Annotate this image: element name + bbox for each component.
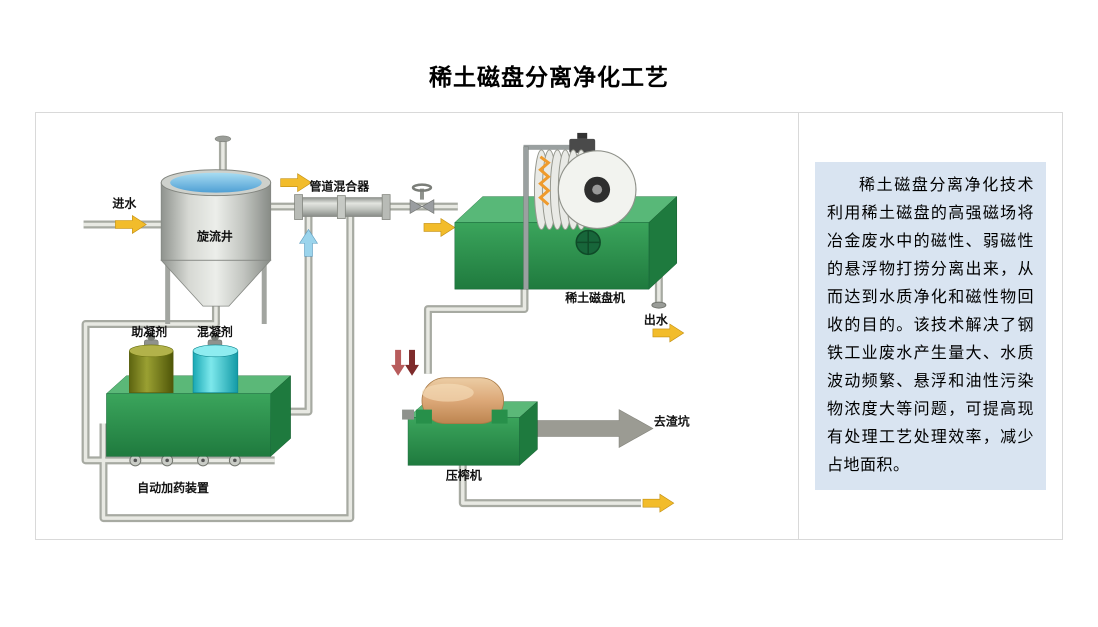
- coagulant-tank: [192, 332, 239, 393]
- drain-flow-arrow-icon: [642, 493, 675, 513]
- process-diagram: 进水 旋流井 管道混合器 稀土磁盘机 出水 助凝剂 混凝剂 自动加药装置 压榨机…: [36, 113, 798, 539]
- diagram-labels: 进水 旋流井 管道混合器 稀土磁盘机 出水 助凝剂 混凝剂 自动加药装置 压榨机…: [112, 179, 689, 496]
- auto-dosing-device-label: 自动加药装置: [137, 480, 209, 495]
- press-machine: [402, 377, 539, 466]
- pipeline-mixer-label: 管道混合器: [310, 179, 371, 194]
- inlet-label: 进水: [112, 196, 137, 211]
- magnetic-disk-machine-label: 稀土磁盘机: [565, 290, 625, 305]
- inlet-flow-arrow-icon: [114, 215, 147, 234]
- cyclone-well-water: [170, 172, 262, 193]
- coagulant-label: 混凝剂: [197, 324, 233, 339]
- press-roller: [421, 377, 504, 424]
- process-diagram-svg: 进水 旋流井 管道混合器 稀土磁盘机 出水 助凝剂 混凝剂 自动加药装置 压榨机…: [81, 132, 690, 523]
- coagulant-aid-tank: [129, 332, 174, 393]
- machine-inlet-flow-arrow-icon: [423, 218, 456, 237]
- outlet-pipe-flange: [651, 301, 667, 309]
- mixer-flow-arrow-icon: [280, 173, 312, 193]
- page-title: 稀土磁盘分离净化工艺: [429, 64, 669, 90]
- support-bar: [523, 144, 586, 150]
- content-box: 进水 旋流井 管道混合器 稀土磁盘机 出水 助凝剂 混凝剂 自动加药装置 压榨机…: [35, 112, 1063, 540]
- outlet-label: 出水: [644, 312, 669, 327]
- slag-pit-arrow-icon: [535, 409, 654, 448]
- slag-pit-label: 去渣坑: [654, 414, 690, 429]
- press-machine-label: 压榨机: [446, 467, 482, 482]
- press-motor: [402, 409, 415, 420]
- cyclone-well-label: 旋流井: [196, 228, 233, 243]
- description-box: 稀土磁盘分离净化技术利用稀土磁盘的高强磁场将冶金废水中的磁性、弱磁性的悬浮物打捞…: [815, 162, 1046, 490]
- support-rod: [523, 146, 529, 290]
- description-panel: 稀土磁盘分离净化技术利用稀土磁盘的高强磁场将冶金废水中的磁性、弱磁性的悬浮物打捞…: [798, 113, 1062, 539]
- pipe-valve: [409, 183, 435, 215]
- sludge-arrow-icon: [391, 349, 406, 376]
- sludge-arrow-dark-icon: [405, 349, 419, 376]
- auto-dosing-device: [105, 332, 292, 457]
- dosing-flow-arrow-icon: [299, 228, 318, 257]
- magnetic-disk-machine: [454, 132, 678, 290]
- spring-coil: [538, 155, 551, 206]
- cyclone-well: [160, 135, 272, 325]
- coagulant-aid-label: 助凝剂: [131, 324, 167, 339]
- disk-motor: [569, 138, 596, 153]
- description-text: 稀土磁盘分离净化技术利用稀土磁盘的高强磁场将冶金废水中的磁性、弱磁性的悬浮物打捞…: [827, 177, 1034, 474]
- magnetic-disk-stack: [533, 149, 637, 230]
- pipeline-mixer: [294, 194, 391, 220]
- machine-vent: [575, 229, 601, 256]
